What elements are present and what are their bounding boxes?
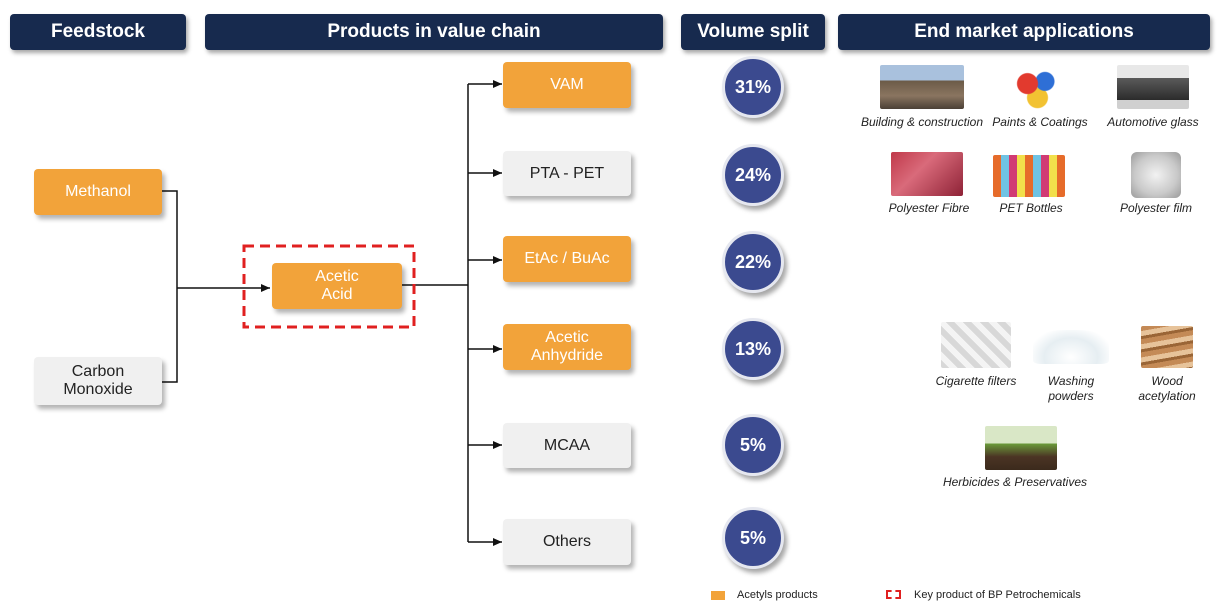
co-connector	[162, 288, 178, 383]
product-pta-pet: PTA - PET	[503, 151, 631, 196]
header-volume: Volume split	[681, 14, 825, 50]
cigarette-filters-image	[941, 322, 1011, 368]
volume-acetic-anhydride: 13%	[722, 318, 784, 380]
automotive-image	[1117, 65, 1189, 109]
product-etac-buac: EtAc / BuAc	[503, 236, 631, 282]
label-cigarette: Cigarette filters	[935, 374, 1017, 388]
label-pet-bottles: PET Bottles	[999, 201, 1063, 215]
pet-bottles-image	[993, 155, 1065, 197]
herbicides-image	[985, 426, 1057, 470]
label-herbicides: Herbicides & Preservatives	[942, 475, 1088, 489]
product-acetic-anhydride: Acetic Anhydride	[503, 324, 631, 370]
paints-image	[1010, 66, 1060, 110]
volume-others: 5%	[722, 507, 784, 569]
volume-mcaa: 5%	[722, 414, 784, 476]
legend-key-product-swatch	[886, 590, 901, 599]
legend-key-product-label: Key product of BP Petrochemicals	[914, 589, 1081, 601]
volume-etac-buac: 22%	[722, 231, 784, 293]
polyester-fibre-image	[891, 152, 963, 196]
label-washing: Washing powders	[1047, 374, 1095, 403]
label-polyester-fibre: Polyester Fibre	[888, 201, 970, 215]
key-product-frame	[242, 244, 416, 329]
building-image	[880, 65, 964, 109]
header-products: Products in value chain	[205, 14, 663, 50]
header-end-market: End market applications	[838, 14, 1210, 50]
label-automotive: Automotive glass	[1107, 115, 1199, 129]
header-feedstock: Feedstock	[10, 14, 186, 50]
washing-powders-image	[1033, 330, 1109, 364]
label-paints: Paints & Coatings	[992, 115, 1088, 129]
volume-pta-pet: 24%	[722, 144, 784, 206]
label-polyester-film: Polyester film	[1119, 201, 1193, 215]
legend-acetyls-swatch	[711, 591, 725, 600]
acetic-acid-box: Acetic Acid	[272, 263, 402, 309]
product-mcaa: MCAA	[503, 423, 631, 468]
product-others: Others	[503, 519, 631, 565]
legend-acetyls-label: Acetyls products	[737, 589, 818, 601]
carbon-monoxide-box: Carbon Monoxide	[34, 357, 162, 405]
methanol-box: Methanol	[34, 169, 162, 215]
volume-vam: 31%	[722, 56, 784, 118]
wood-acetylation-image	[1141, 326, 1193, 368]
product-vam: VAM	[503, 62, 631, 108]
methanol-connector	[162, 190, 178, 288]
polyester-film-image	[1131, 152, 1181, 198]
label-wood: Wood acetylation	[1138, 374, 1196, 403]
label-building: Building & construction	[860, 115, 984, 129]
